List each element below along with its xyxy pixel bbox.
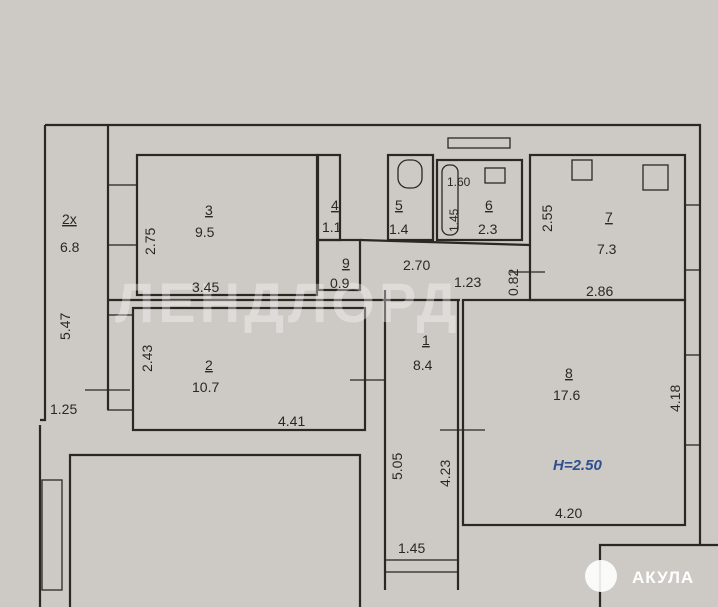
dimension: 1.23 <box>454 274 481 290</box>
dimension: 2.86 <box>586 283 613 299</box>
logo-text: АКУЛА <box>632 568 694 587</box>
room-number: 4 <box>331 197 339 213</box>
room-number: 7 <box>605 209 613 225</box>
room-area: 8.4 <box>413 357 433 373</box>
dimension: 1.45 <box>398 540 425 556</box>
dimension: 4.20 <box>555 505 582 521</box>
room-number: 9 <box>342 255 350 271</box>
room-labels: 2x 6.8 3 9.5 4 1.1 9 0.9 5 1.4 6 2.3 7 7… <box>60 197 617 403</box>
dimension: 5.47 <box>57 313 73 340</box>
room-number: 2x <box>62 211 77 227</box>
shark-icon <box>585 560 617 592</box>
walls <box>38 123 718 607</box>
dimension: 2.75 <box>142 228 158 255</box>
dimension: 2.70 <box>403 257 430 273</box>
ceiling-height: H=2.50 <box>553 457 602 474</box>
room-area: 7.3 <box>597 241 617 257</box>
room-area: 1.1 <box>322 219 342 235</box>
room-area: 1.4 <box>389 221 409 237</box>
dimension-labels: 5.47 1.25 2.75 3.45 2.43 4.41 2.70 1.23 … <box>50 175 683 556</box>
dimension: 4.23 <box>437 460 453 487</box>
dimension: 4.41 <box>278 413 305 429</box>
room-number: 2 <box>205 357 213 373</box>
room-number: 3 <box>205 202 213 218</box>
room-area: 6.8 <box>60 239 80 255</box>
dimension: 1.45 <box>447 208 461 232</box>
room-area: 2.3 <box>478 221 498 237</box>
dimension: 1.25 <box>50 401 77 417</box>
dimension: 0.82 <box>505 269 521 296</box>
room-number: 1 <box>422 332 430 348</box>
dimension: 3.45 <box>192 279 219 295</box>
room-number: 8 <box>565 365 573 381</box>
room-number: 5 <box>395 197 403 213</box>
room-area: 0.9 <box>330 275 350 291</box>
room-area: 9.5 <box>195 224 215 240</box>
room-number: 6 <box>485 197 493 213</box>
dimension: 2.43 <box>139 345 155 372</box>
akula-logo: АКУЛА <box>585 560 694 592</box>
room-area: 10.7 <box>192 379 219 395</box>
dimension: 1.60 <box>447 175 471 189</box>
dimension: 4.18 <box>667 385 683 412</box>
dimension: 5.05 <box>389 453 405 480</box>
room-area: 17.6 <box>553 387 580 403</box>
watermark: ЛЕНДЛОРД <box>115 271 461 334</box>
dimension: 2.55 <box>539 205 555 232</box>
